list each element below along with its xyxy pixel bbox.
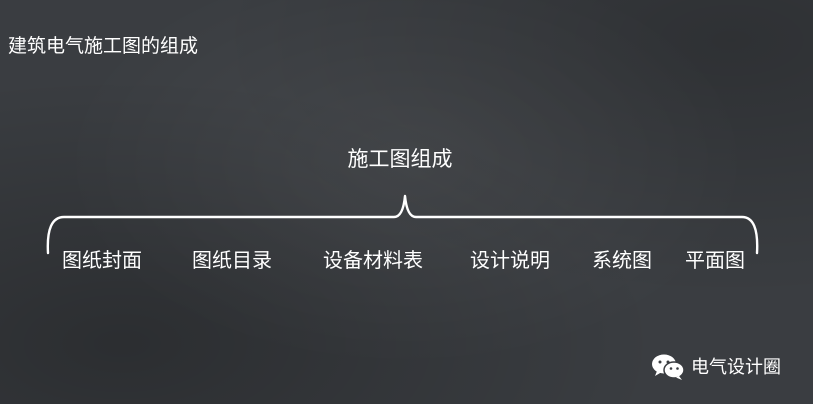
diagram-item-system-drawing: 系统图 [592, 248, 652, 272]
diagram-item-design-notes: 设计说明 [470, 248, 550, 272]
slide-title: 建筑电气施工图的组成 [8, 35, 199, 57]
diagram-item-cover: 图纸封面 [62, 248, 142, 272]
diagram-item-catalog: 图纸目录 [192, 248, 272, 272]
diagram-item-equipment-list: 设备材料表 [323, 248, 423, 272]
diagram-item-floor-plan: 平面图 [685, 248, 745, 272]
wechat-icon [652, 354, 685, 380]
watermark-label: 电气设计圈 [691, 357, 781, 378]
root-node-label: 施工图组成 [347, 147, 453, 171]
